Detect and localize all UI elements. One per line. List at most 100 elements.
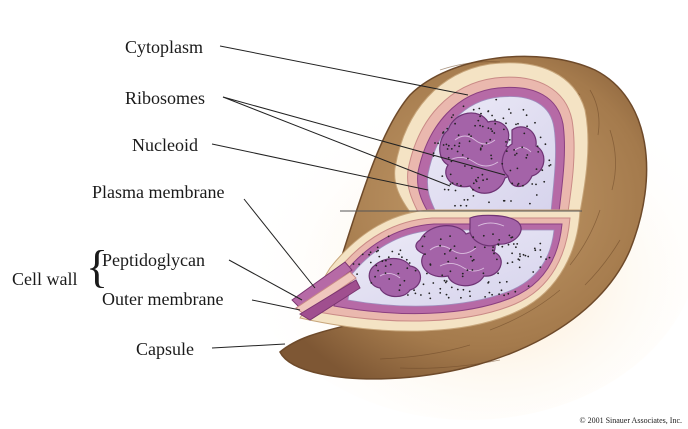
ribosome-dot (443, 279, 446, 282)
ribosome-dot (516, 167, 519, 170)
ribosome-dot (424, 253, 426, 256)
ribosome-dot (471, 269, 474, 271)
ribosome-dot (467, 157, 469, 160)
ribosome-dot (445, 280, 448, 282)
ribosome-dot (540, 256, 542, 258)
ribosome-dot (443, 253, 446, 255)
ribosome-dot (493, 132, 496, 134)
ribosome-dot (399, 249, 402, 252)
ribosome-dot (510, 236, 513, 239)
label-nucleoid: Nucleoid (132, 135, 198, 155)
ribosome-dot (444, 281, 447, 284)
ribosome-dot (487, 127, 490, 129)
ribosome-dot (370, 282, 373, 284)
ribosome-dot (516, 184, 519, 186)
ribosome-dot (527, 255, 530, 258)
ribosome-dot (516, 243, 519, 245)
ribosome-dot (446, 127, 449, 130)
ribosome-dot (413, 289, 415, 292)
ribosome-dot (450, 160, 453, 163)
ribosome-dot (515, 152, 518, 155)
ribosome-dot (539, 249, 542, 251)
ribosome-dot (475, 180, 478, 183)
ribosome-dot (548, 164, 551, 167)
ribosome-dot (481, 145, 484, 147)
ribosome-dot (471, 259, 474, 262)
ribosome-dot (398, 253, 400, 256)
ribosome-dot (539, 136, 542, 139)
ribosome-dot (422, 283, 425, 286)
ribosome-dot (491, 130, 494, 133)
ribosome-dot (477, 119, 480, 122)
ribosome-dot (461, 154, 464, 156)
ribosome-dot (482, 179, 484, 182)
ribosome-dot (535, 194, 538, 196)
ribosome-dot (526, 125, 528, 128)
ribosome-dot (454, 189, 457, 192)
ribosome-dot (450, 148, 453, 150)
ribosome-dot (488, 201, 490, 204)
ribosome-dot (462, 105, 465, 108)
ribosome-dot (532, 271, 535, 273)
ribosome-dot (524, 254, 527, 257)
ribosome-dot (503, 294, 505, 297)
label-cytoplasm: Cytoplasm (125, 37, 204, 57)
ribosome-dot (541, 169, 544, 172)
ribosome-dot (539, 266, 542, 269)
ribosome-dot (486, 178, 488, 181)
ribosome-dot (511, 252, 513, 255)
ribosome-dot (501, 162, 504, 165)
ribosome-dot (453, 245, 456, 248)
label-outer-membrane: Outer membrane (102, 289, 224, 309)
ribosome-dot (381, 260, 384, 263)
ribosome-dot (493, 252, 495, 255)
ribosome-dot (457, 134, 460, 137)
ribosome-dot (447, 260, 450, 263)
ribosome-dot (387, 235, 390, 238)
ribosome-dot (497, 243, 500, 246)
ribosome-dot (454, 204, 456, 207)
ribosome-dot (405, 258, 408, 261)
ribosome-dot (485, 142, 488, 144)
ribosome-dot (399, 284, 401, 286)
leader-ribosomes-2 (222, 96, 451, 187)
ribosome-dot (506, 262, 509, 265)
ribosome-dot (519, 255, 521, 258)
leader-outer-membrane (251, 299, 301, 311)
ribosome-dot (377, 249, 379, 252)
ribosome-dot (375, 250, 378, 253)
ribosome-dot (441, 274, 444, 277)
ribosome-dot (472, 182, 475, 185)
ribosome-dot (481, 125, 484, 128)
ribosome-dot (534, 121, 536, 124)
ribosome-dot (356, 273, 358, 275)
ribosome-dot (548, 256, 551, 259)
ribosome-dot (447, 144, 450, 147)
ribosome-dot (456, 288, 459, 291)
ribosome-dot (472, 258, 475, 261)
ribosome-dot (474, 179, 477, 181)
ribosome-dot (421, 245, 424, 248)
ribosome-dot (494, 119, 496, 121)
leader-plasma-membrane (243, 198, 316, 289)
ribosome-dot (369, 251, 372, 254)
ribosome-dot (481, 173, 484, 176)
ribosome-dot (446, 148, 449, 150)
ribosome-dot (426, 272, 428, 275)
ribosome-dot (378, 255, 381, 258)
ribosome-dot (510, 200, 512, 202)
ribosome-dot (449, 270, 452, 273)
ribosome-dot (483, 246, 486, 249)
ribosome-dot (544, 143, 547, 146)
ribosome-dot (401, 256, 403, 259)
ribosome-dot (512, 243, 515, 245)
ribosome-dot (432, 282, 435, 284)
ribosome-dot (361, 253, 364, 256)
ribosome-dot (511, 182, 514, 185)
ribosome-dot (447, 296, 450, 299)
ribosome-dot (384, 272, 387, 274)
ribosome-dot (449, 235, 451, 238)
ribosome-dot (488, 291, 491, 294)
ribosome-dot (545, 258, 547, 260)
ribosome-dot (439, 292, 442, 294)
